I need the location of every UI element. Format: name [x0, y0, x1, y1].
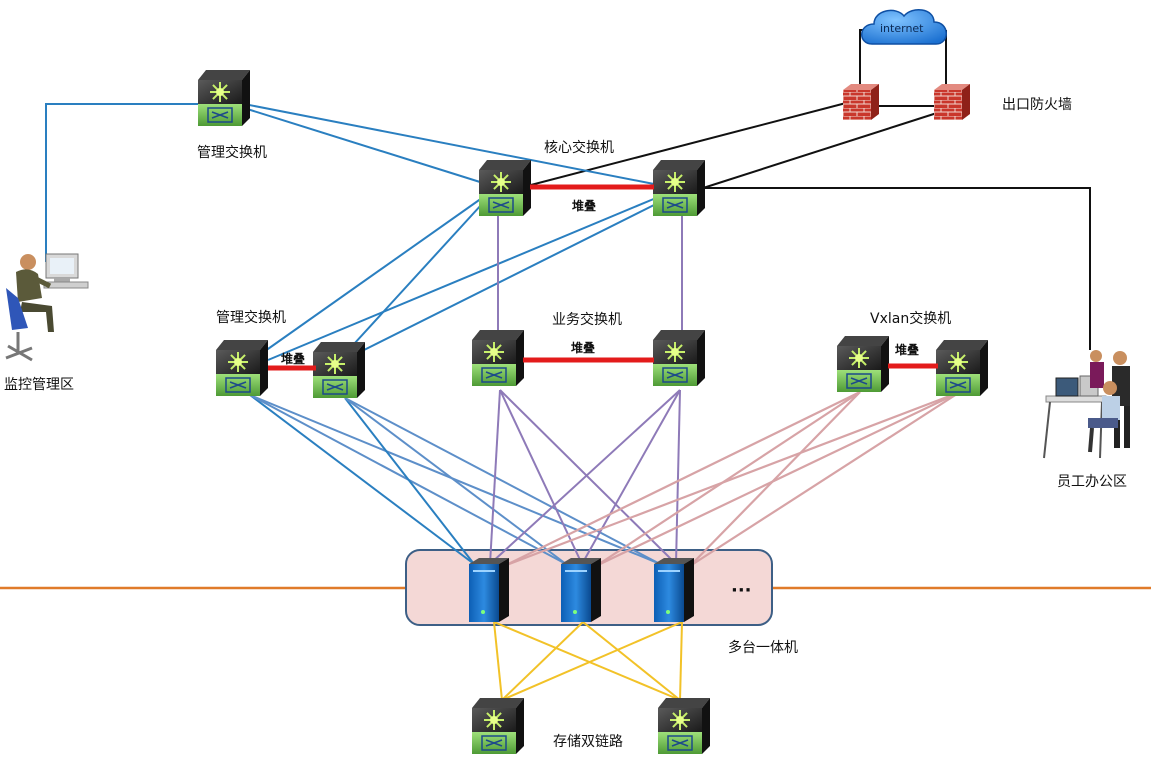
fw1-core1-link	[503, 102, 847, 193]
mgmt-server-link	[344, 397, 475, 565]
firewall-1-icon	[843, 84, 879, 120]
fw2-core2-link	[699, 111, 941, 190]
mgmt-top-monitor-link	[45, 103, 200, 262]
mgmt-server-link	[344, 397, 567, 565]
core2-staff-link	[700, 187, 1091, 350]
server-3-icon	[654, 558, 694, 622]
storage-link	[501, 621, 683, 701]
business-stack-label: 堆叠	[571, 341, 596, 355]
storage-link	[493, 621, 503, 701]
vxlan-server-link	[689, 391, 961, 567]
storage-link	[501, 621, 584, 701]
mgmt-switch-mid-label: 管理交换机	[216, 310, 286, 326]
vxlan-server-link	[503, 390, 961, 568]
core1-mgmt1-link	[257, 197, 483, 357]
mgmt-switch-mid-1-icon	[216, 340, 268, 396]
mgmt-stack-label: 堆叠	[281, 352, 306, 366]
more-servers-ellipsis: ···	[731, 580, 752, 601]
core2-mgmt1-link	[267, 197, 657, 361]
storage-link	[679, 621, 683, 701]
business-server-link	[581, 389, 681, 565]
mgmt-top-core1-link	[243, 107, 481, 183]
storage-switch-2-icon	[658, 698, 710, 754]
business-server-link	[499, 389, 583, 565]
vxlan-server-link	[689, 391, 861, 567]
core-switch-label: 核心交换机	[544, 140, 614, 156]
staff-office-icon	[1043, 350, 1130, 459]
business-server-link	[675, 389, 681, 565]
mgmt-server-link	[249, 394, 475, 565]
storage-link	[582, 621, 681, 701]
vxlan-switch-1-icon	[837, 336, 889, 392]
business-switch-label: 业务交换机	[552, 312, 622, 328]
internet-cloud-icon	[861, 9, 947, 45]
business-server-link	[499, 389, 677, 565]
server-1-icon	[469, 558, 509, 622]
business-switch-1-icon	[472, 330, 524, 386]
mgmt-switch-top-icon	[198, 70, 250, 126]
vxlan-switch-label: Vxlan交换机	[870, 311, 952, 327]
vxlan-server-link	[503, 391, 861, 567]
core1-mgmt2-link	[342, 203, 483, 357]
all-in-one-label: 多台一体机	[728, 640, 798, 656]
vxlan-server-link	[595, 391, 861, 567]
mgmt-switch-top-label: 管理交换机	[197, 145, 267, 161]
server-2-icon	[561, 558, 601, 622]
storage-switch-1-icon	[472, 698, 524, 754]
vxlan-switch-2-icon	[936, 340, 988, 396]
storage-links-label: 存储双链路	[553, 734, 623, 750]
storage-link	[493, 621, 681, 701]
internet-label: internet	[880, 22, 924, 35]
business-server-link	[489, 389, 681, 565]
core-switch-1-icon	[479, 160, 531, 216]
core-stack-label: 堆叠	[572, 199, 597, 213]
mgmt-switch-mid-2-icon	[313, 342, 365, 398]
staff-area-label: 员工办公区	[1057, 474, 1127, 490]
business-server-link	[489, 389, 501, 565]
monitor-admin-icon	[5, 253, 89, 362]
mgmt-top-core2-link	[243, 103, 655, 185]
core-switch-2-icon	[653, 160, 705, 216]
core2-mgmt2-link	[359, 203, 657, 353]
firewall-2-icon	[934, 84, 970, 120]
vxlan-server-link	[595, 391, 961, 567]
vxlan-stack-label: 堆叠	[895, 343, 920, 357]
mgmt-server-link	[344, 397, 661, 565]
monitor-area-label: 监控管理区	[4, 377, 74, 393]
firewall-label: 出口防火墙	[1002, 97, 1072, 113]
business-switch-2-icon	[653, 330, 705, 386]
